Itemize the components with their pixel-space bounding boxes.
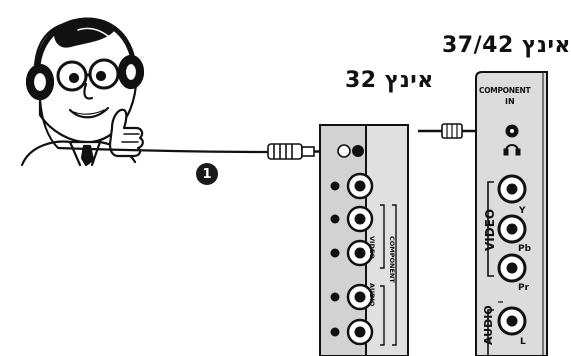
audio-small-label: AUDIO [368,283,376,307]
video-section-label: VIDEO [483,208,497,251]
video-small-label: VIDEO [368,236,376,259]
rca-jacks-37-42 [487,174,527,356]
pin-pr-label: Pr [518,283,530,293]
audio-section-label: AUDIO [482,305,495,345]
step-number-badge: 1 [196,163,218,185]
rca-jacks-32 [330,172,397,346]
pin-l-label: L [520,337,526,347]
pin-y-label: Y [519,206,526,216]
person-with-headphones-icon [20,17,145,167]
pin-pb-label: Pb [518,244,532,254]
component-in-sublabel: IN [505,97,515,106]
tv-32-size-label: 32 אינץ [345,68,434,93]
component-small-label: COMPONENT [388,236,396,283]
component-in-label: COMPONENT [479,86,531,95]
tv-37-42-size-label: 37/42 אינץ [442,33,571,58]
headphone-jack-icon [503,124,521,156]
tv-37-42-back-panel [475,71,548,356]
